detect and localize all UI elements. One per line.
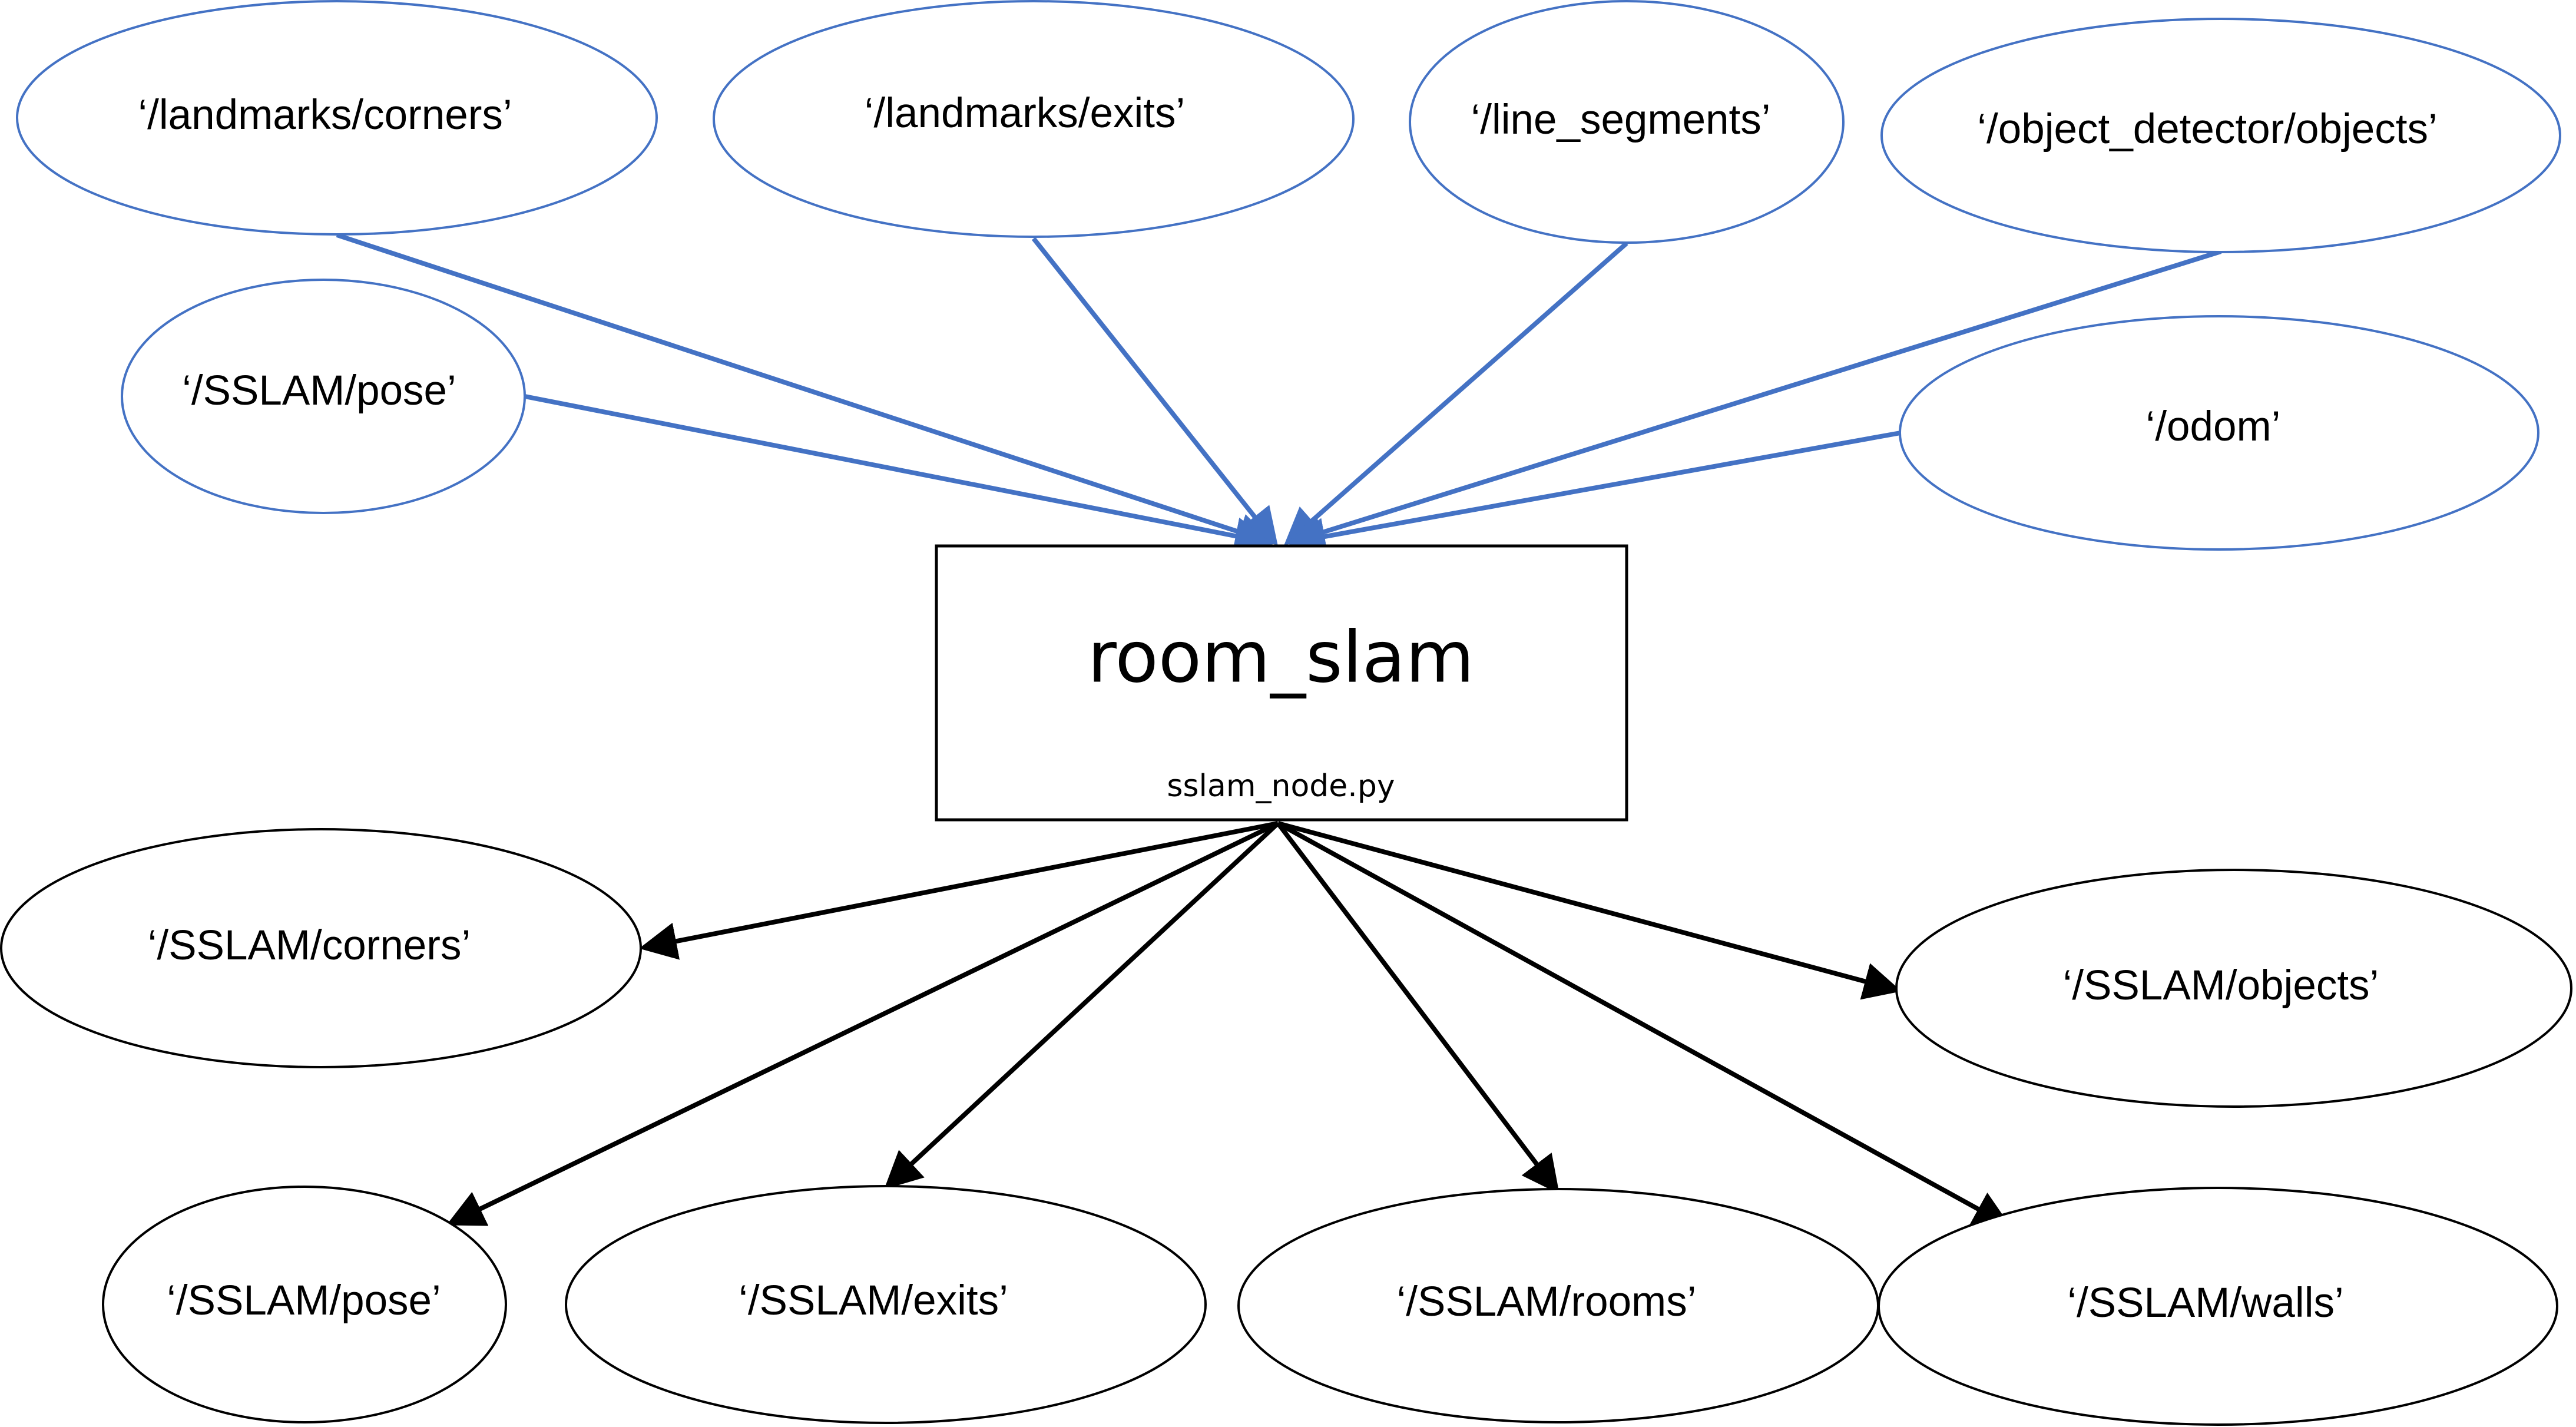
topic-sslam-pose-in[interactable]: ‘/SSLAM/pose’ (121, 279, 526, 514)
edge-sslam-pose-out (446, 821, 1279, 1226)
edge-sslam-pose-in (524, 394, 1273, 555)
edge-landmarks-exits (1031, 237, 1278, 547)
edge-line-segments (1284, 241, 1628, 546)
topic-label: ‘/SSLAM/walls’ (2067, 1280, 2344, 1326)
topic-sslam-objects[interactable]: ‘/SSLAM/objects’ (1895, 869, 2572, 1108)
topic-sslam-corners[interactable]: ‘/SSLAM/corners’ (0, 828, 642, 1068)
topic-label: ‘/SSLAM/exits’ (739, 1277, 1008, 1324)
edge-odom (1287, 431, 1901, 555)
topic-label: ‘/SSLAM/pose’ (182, 367, 456, 414)
edge-sslam-exits (884, 822, 1280, 1190)
edge-sslam-rooms (1276, 822, 1559, 1194)
node-title: room_slam (1088, 617, 1475, 699)
edge-sslam-corners (639, 821, 1279, 960)
topic-sslam-exits[interactable]: ‘/SSLAM/exits’ (565, 1185, 1207, 1424)
topic-landmarks-exits[interactable]: ‘/landmarks/exits’ (713, 0, 1355, 238)
topic-sslam-pose-out[interactable]: ‘/SSLAM/pose’ (102, 1186, 507, 1423)
topic-label: ‘/landmarks/exits’ (865, 90, 1186, 137)
topic-label: ‘/SSLAM/corners’ (148, 922, 471, 969)
topic-label: ‘/landmarks/corners’ (138, 92, 512, 138)
edge-sslam-objects (1277, 821, 1902, 1000)
topic-label: ‘/SSLAM/pose’ (167, 1277, 441, 1324)
output-topics: ‘/SSLAM/corners’ ‘/SSLAM/objects’ ‘/SSLA… (0, 828, 2572, 1426)
output-edges (446, 821, 2012, 1227)
topic-object-detector-objects[interactable]: ‘/object_detector/objects’ (1880, 18, 2561, 253)
topic-sslam-rooms[interactable]: ‘/SSLAM/rooms’ (1237, 1188, 1879, 1423)
edge-landmarks-corners (336, 233, 1276, 550)
node-file: sslam_node.py (1167, 769, 1395, 804)
node-room-slam[interactable]: room_slam sslam_node.py (935, 544, 1628, 822)
topic-label: ‘/SSLAM/objects’ (2063, 962, 2379, 1009)
topic-label: ‘/SSLAM/rooms’ (1397, 1279, 1697, 1325)
input-edges (336, 233, 2222, 555)
topic-label: ‘/line_segments’ (1471, 97, 1770, 143)
topic-sslam-walls[interactable]: ‘/SSLAM/walls’ (1878, 1187, 2558, 1426)
edge-sslam-walls (1277, 821, 2012, 1227)
topic-label: ‘/odom’ (2146, 403, 2281, 450)
edge-object-detector-objects (1286, 249, 2222, 551)
input-topics: ‘/landmarks/corners’ ‘/landmarks/exits’ … (16, 0, 2561, 551)
topic-odom[interactable]: ‘/odom’ (1899, 315, 2539, 551)
topic-label: ‘/object_detector/objects’ (1977, 106, 2437, 153)
topic-landmarks-corners[interactable]: ‘/landmarks/corners’ (16, 0, 658, 236)
topic-line-segments[interactable]: ‘/line_segments’ (1409, 0, 1845, 244)
